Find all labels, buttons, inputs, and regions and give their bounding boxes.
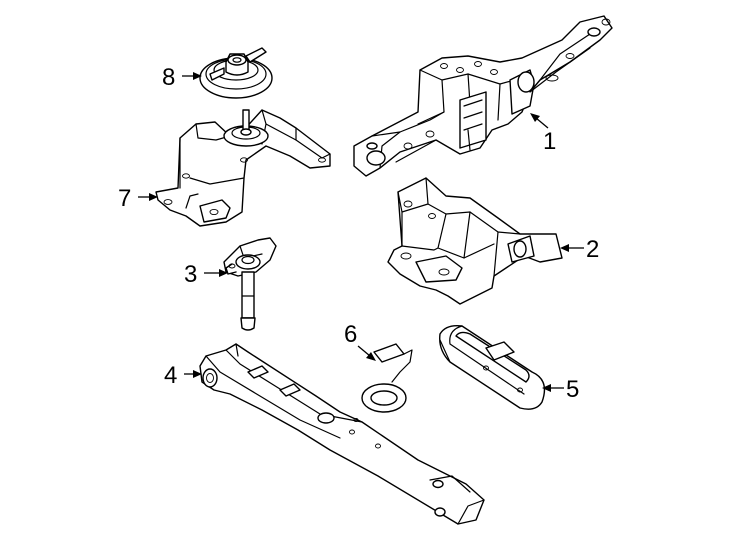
callout-label-6: 6 [344,321,357,348]
callout-label-4: 4 [164,362,177,389]
part-7-bracket [155,109,331,227]
callout-4: 4 [164,362,202,389]
callout-label-5: 5 [566,376,579,403]
part-4-handle [199,343,485,525]
callout-1: 1 [530,113,556,155]
callout-6: 6 [344,321,376,361]
callout-label-7: 7 [118,185,131,212]
part-1-jack [353,15,613,177]
part-6-ring [361,343,413,413]
callout-7: 7 [118,185,158,212]
callout-8: 8 [162,64,202,91]
callout-5: 5 [542,376,579,403]
callout-label-1: 1 [543,128,556,155]
part-3-bolt [223,237,277,331]
callout-label-8: 8 [162,64,175,91]
part-8-retainer [199,47,273,99]
callout-3: 3 [184,261,228,288]
part-5-holder [439,324,546,410]
callout-2: 2 [560,236,599,263]
callout-label-2: 2 [586,236,599,263]
part-2-base [387,177,563,305]
callout-label-3: 3 [184,261,197,288]
